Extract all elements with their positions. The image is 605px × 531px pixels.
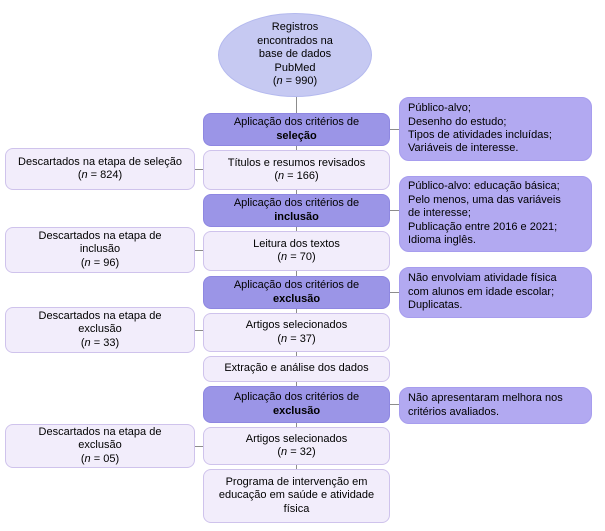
node-text: Registros encontrados na base de dados P… [257,21,333,88]
node-text: Descartados na etapa de inclusão (n = 96… [38,229,162,269]
connector-exclusao2-artigos32 [296,423,297,427]
connector-descartados-selecao [195,169,203,170]
connector-start-selecao [296,97,297,113]
connector-note-exclusao [390,292,399,293]
discarded-inclusao: Descartados na etapa de inclusão (n = 96… [5,227,195,273]
step-criterios-selecao: Aplicação dos critérios de seleção [203,113,390,146]
connector-note-exclusao2 [390,404,399,405]
step-leitura-textos: Leitura dos textos (n = 70) [203,231,390,271]
connector-descartados-exclusao [195,330,203,331]
connector-titulos-inclusao [296,190,297,194]
records-found-ellipse: Registros encontrados na base de dados P… [218,13,372,97]
node-text: Descartados na etapa de exclusão (n = 33… [38,309,162,349]
step-artigos-selecionados-32: Artigos selecionados (n = 32) [203,427,390,465]
node-text: Descartados na etapa de seleção (n = 824… [18,155,182,181]
discarded-selecao: Descartados na etapa de seleção (n = 824… [5,148,195,190]
node-text: Aplicação dos critérios de seleção [233,116,360,142]
note-criterios-inclusao: Público-alvo: educação básica; Pelo meno… [399,176,592,252]
node-text: Público-alvo: educação básica; Pelo meno… [408,180,561,247]
node-text: Aplicação dos critérios de exclusão [233,391,360,417]
node-text: Artigos selecionados (n = 37) [245,319,348,345]
connector-descartados-exclusao2 [195,446,203,447]
node-text: Títulos e resumos revisados (n = 166) [227,156,366,182]
note-criterios-exclusao: Não envolviam atividade física com aluno… [399,267,592,318]
discarded-exclusao-05: Descartados na etapa de exclusão (n = 05… [5,424,195,468]
node-text: Extração e análise dos dados [224,362,369,375]
connector-artigos32-programa [296,465,297,469]
node-text: Leitura dos textos (n = 70) [253,237,340,263]
note-criterios-exclusao-2: Não apresentaram melhora nos critérios a… [399,387,592,424]
node-text: Programa de intervenção em educação em s… [218,475,375,515]
step-criterios-exclusao: Aplicação dos critérios de exclusão [203,276,390,309]
step-programa-intervencao: Programa de intervenção em educação em s… [203,469,390,523]
node-text: Público-alvo; Desenho do estudo; Tipos d… [408,102,552,155]
node-text: Artigos selecionados (n = 32) [245,432,348,458]
step-criterios-inclusao: Aplicação dos critérios de inclusão [203,194,390,227]
connector-descartados-inclusao [195,250,203,251]
connector-leitura-exclusao [296,271,297,276]
connector-artigos37-extracao [296,352,297,356]
connector-selecao-titulos [296,146,297,150]
connector-note-selecao [390,129,399,130]
node-text: Aplicação dos critérios de exclusão [233,279,360,305]
step-criterios-exclusao-2: Aplicação dos critérios de exclusão [203,386,390,423]
node-text: Descartados na etapa de exclusão (n = 05… [38,425,162,465]
discarded-exclusao-33: Descartados na etapa de exclusão (n = 33… [5,307,195,353]
connector-exclusao-artigos37 [296,309,297,313]
node-text: Não envolviam atividade física com aluno… [408,272,557,312]
note-criterios-selecao: Público-alvo; Desenho do estudo; Tipos d… [399,97,592,161]
connector-extracao-exclusao2 [296,382,297,386]
step-extracao-analise: Extração e análise dos dados [203,356,390,382]
node-text: Não apresentaram melhora nos critérios a… [408,392,563,418]
step-titulos-resumos: Títulos e resumos revisados (n = 166) [203,150,390,190]
connector-inclusao-leitura [296,227,297,231]
node-text: Aplicação dos critérios de inclusão [233,197,360,223]
connector-note-inclusao [390,210,399,211]
step-artigos-selecionados-37: Artigos selecionados (n = 37) [203,313,390,352]
